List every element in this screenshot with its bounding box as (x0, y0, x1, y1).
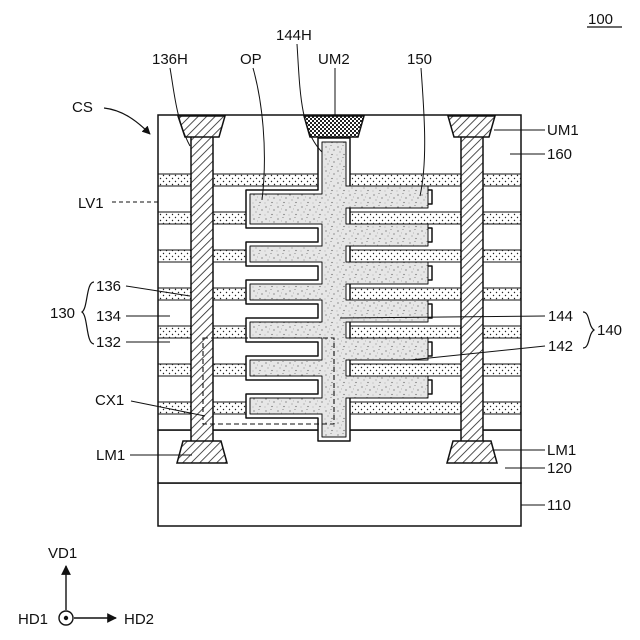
label-um2: UM2 (318, 51, 350, 68)
label-132: 132 (96, 334, 121, 351)
lower-pad-lm1-left (177, 441, 227, 463)
label-130: 130 (50, 305, 75, 322)
label-142: 142 (548, 338, 573, 355)
label-cs: CS (72, 99, 93, 116)
upper-pad-um1-right (448, 116, 495, 137)
label-hd2: HD2 (124, 611, 154, 628)
label-lv1: LV1 (78, 195, 104, 212)
label-hd1: HD1 (18, 611, 48, 628)
label-110: 110 (547, 497, 571, 514)
upper-pad-um2 (304, 116, 364, 137)
label-um1: UM1 (547, 122, 579, 139)
label-lm1-left: LM1 (96, 447, 125, 464)
cs-arrow (104, 108, 150, 134)
label-144: 144 (548, 308, 573, 325)
substrate-110 (158, 483, 521, 526)
bracket-140 (583, 312, 594, 348)
label-160: 160 (547, 146, 572, 163)
label-136: 136 (96, 278, 121, 295)
label-ref-100: 100 (588, 11, 613, 28)
via-left-136H (191, 136, 213, 442)
label-120: 120 (547, 460, 572, 477)
label-144H: 144H (276, 27, 312, 44)
label-cx1: CX1 (95, 392, 124, 409)
upper-pad-um1-left (178, 116, 225, 137)
bracket-130 (82, 282, 94, 344)
label-op: OP (240, 51, 262, 68)
label-vd1: VD1 (48, 545, 77, 562)
axis-origin-dot (64, 616, 68, 620)
via-right-136H (461, 136, 483, 442)
label-140: 140 (597, 322, 622, 339)
lower-pad-lm1-right (447, 441, 497, 463)
label-lm1-right: LM1 (547, 442, 576, 459)
label-150: 150 (407, 51, 432, 68)
label-136H: 136H (152, 51, 188, 68)
label-134: 134 (96, 308, 121, 325)
axis-legend: VD1 HD1 HD2 (18, 545, 154, 628)
